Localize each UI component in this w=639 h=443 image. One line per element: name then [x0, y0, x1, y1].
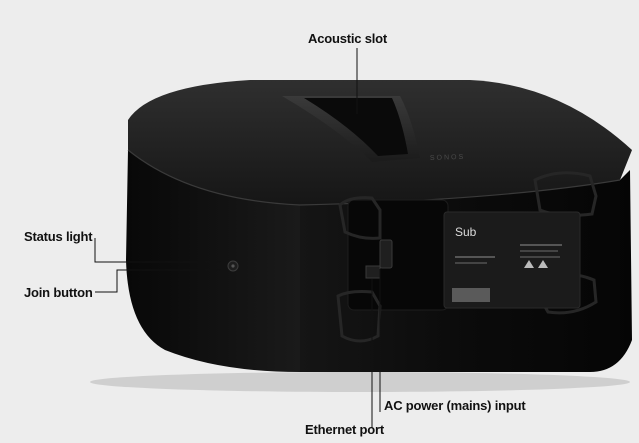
plate-text-lines	[455, 256, 495, 258]
top-edge-highlight	[127, 149, 621, 206]
warning-symbol-icon	[538, 260, 548, 268]
callout-status-light: Status light	[24, 229, 93, 244]
leader-status	[94, 238, 227, 263]
ac-power-input	[379, 239, 393, 269]
leader-join	[95, 269, 227, 293]
callout-ac-power-input: AC power (mains) input	[384, 398, 526, 413]
leader-lines	[94, 48, 381, 428]
device-shadow	[90, 372, 630, 392]
plate-title: Sub	[455, 225, 477, 239]
callout-ethernet-port: Ethernet port	[305, 422, 385, 437]
callout-join-button: Join button	[24, 285, 93, 300]
status-light	[231, 264, 235, 268]
warning-symbol-icon	[524, 260, 534, 268]
callout-acoustic-slot: Acoustic slot	[308, 31, 388, 46]
rear-recess	[347, 199, 449, 311]
plate-barcode	[452, 288, 490, 302]
acoustic-slot	[282, 96, 420, 162]
rating-plate: Sub	[443, 211, 581, 309]
device-left-face	[126, 150, 300, 372]
brand-logo: SONOS	[430, 154, 466, 162]
ethernet-port	[365, 265, 381, 279]
